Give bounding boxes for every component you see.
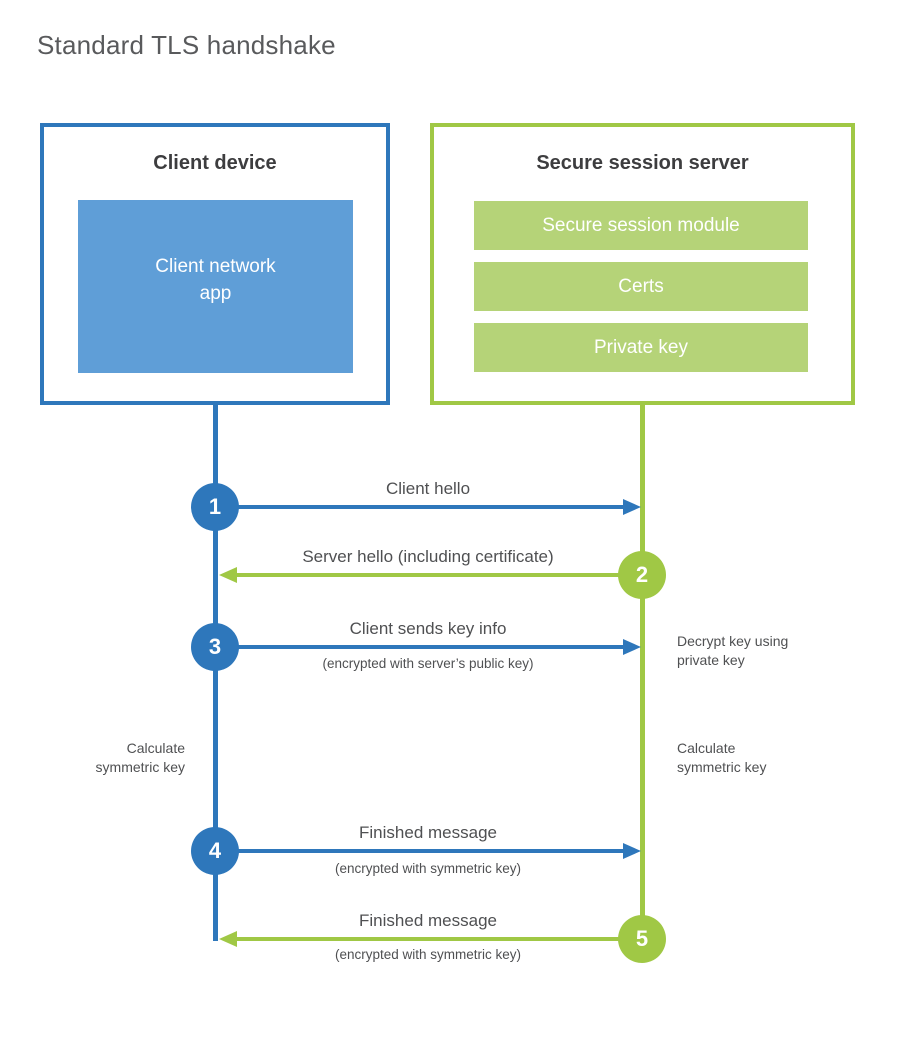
step1-arrowhead-right-icon [623, 499, 641, 515]
client-lifeline [213, 405, 218, 941]
client-device-title: Client device [153, 152, 277, 174]
step5-badge: 5 [618, 915, 666, 963]
step4-sublabel: (encrypted with symmetric key) [334, 861, 522, 876]
step4-number: 4 [208, 838, 222, 863]
note-calc-left-line2: symmetric key [95, 759, 185, 775]
step4-badge: 4 [191, 827, 239, 875]
step3-label: Client sends key info [349, 619, 507, 638]
client-app-label-line2: app [199, 282, 232, 304]
client-device-box: Client device Client network app [40, 123, 390, 405]
step3-badge: 3 [191, 623, 239, 671]
step1-number: 1 [208, 494, 222, 519]
step2-badge: 2 [618, 551, 666, 599]
step5-arrow-line [236, 937, 642, 941]
step3-arrowhead-right-icon [623, 639, 641, 655]
page-title: Standard TLS handshake [37, 30, 336, 60]
step1-label: Client hello [385, 479, 471, 498]
step5-number: 5 [635, 926, 649, 951]
note-calc-right-line1: Calculate [677, 740, 736, 756]
note-calc-right-line2: symmetric key [677, 759, 767, 775]
server-title: Secure session server [536, 152, 749, 174]
note-calc-symmetric-key-server: Calculate symmetric key [677, 739, 817, 777]
step4-arrowhead-right-icon [623, 843, 641, 859]
step5-arrowhead-left-icon [219, 931, 237, 947]
note-calc-left-line1: Calculate [126, 740, 185, 756]
note-decrypt-line2: private key [677, 652, 745, 668]
client-network-app-node: Client network app [78, 200, 353, 373]
step3-number: 3 [208, 634, 222, 659]
note-decrypt-line1: Decrypt key using [677, 633, 789, 649]
step4-label: Finished message [359, 823, 497, 842]
note-calc-symmetric-key-client: Calculate symmetric key [45, 739, 185, 777]
step2-arrowhead-left-icon [219, 567, 237, 583]
server-module-certs: Certs [474, 262, 808, 311]
step4-arrow-line [215, 849, 625, 853]
step5-label: Finished message [359, 911, 497, 930]
step3-arrow-line [215, 645, 625, 649]
step1-arrow-line [215, 505, 625, 509]
step5-sublabel: (encrypted with symmetric key) [334, 947, 522, 962]
server-lifeline [640, 405, 645, 939]
note-decrypt-key: Decrypt key using private key [677, 632, 817, 670]
secure-session-server-box: Secure session server Secure session mod… [430, 123, 855, 405]
step2-number: 2 [635, 562, 649, 587]
server-module-private-key: Private key [474, 323, 808, 372]
step1-badge: 1 [191, 483, 239, 531]
step3-sublabel: (encrypted with server’s public key) [322, 656, 534, 671]
client-app-label-line1: Client network [155, 255, 276, 277]
step2-label: Server hello (including certificate) [302, 547, 554, 566]
step2-arrow-line [236, 573, 642, 577]
server-module-secure-session-module: Secure session module [474, 201, 808, 250]
